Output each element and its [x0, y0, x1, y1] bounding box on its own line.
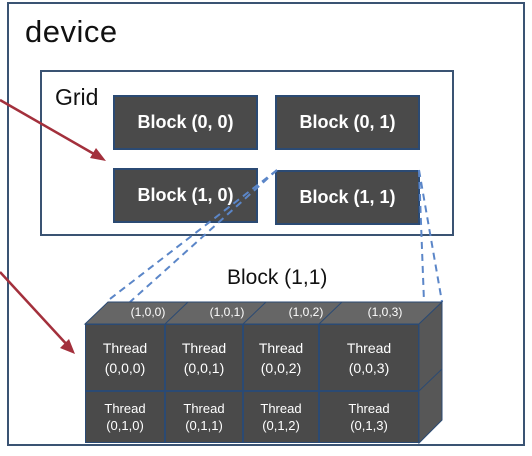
thread-index: (0,1,0) — [106, 418, 144, 433]
block-arrow — [0, 271, 71, 349]
connector-line — [105, 169, 278, 303]
grid-arrowhead — [90, 148, 106, 161]
top-face-divider — [164, 301, 189, 325]
block-0-1: Block (0, 1) — [275, 95, 420, 150]
thread-cell: Thread (0,1,3) — [319, 391, 419, 443]
thread-index: (0,0,2) — [260, 359, 302, 376]
block-side-face — [418, 300, 443, 445]
block-arrowhead — [60, 339, 75, 354]
thread-cell: Thread (0,0,0) — [85, 324, 165, 391]
thread-top-label: (1,0,2) — [288, 305, 324, 319]
thread-cell: Thread (0,0,2) — [243, 324, 319, 391]
top-face-divider — [318, 301, 343, 325]
thread-index: (0,0,1) — [183, 359, 225, 376]
thread-index: (0,0,0) — [104, 359, 146, 376]
thread-cell: Thread (0,1,1) — [165, 391, 243, 443]
thread-word: Thread — [260, 401, 302, 416]
block-1-0: Block (1, 0) — [113, 168, 258, 223]
thread-word: Thread — [348, 401, 390, 416]
thread-word: Thread — [258, 339, 304, 356]
top-face-divider — [242, 301, 267, 325]
thread-word: Thread — [346, 339, 392, 356]
block-1-1: Block (1, 1) — [275, 170, 420, 225]
device-label: device — [25, 14, 118, 49]
side-face-divider — [418, 368, 443, 392]
connector-line — [418, 169, 425, 303]
thread-cell: Thread (0,0,1) — [165, 324, 243, 391]
thread-index: (0,1,2) — [262, 418, 300, 433]
thread-index: (0,0,3) — [348, 359, 390, 376]
thread-top-label: (1,0,3) — [367, 305, 403, 319]
thread-top-label: (1,0,1) — [209, 305, 245, 319]
connector-line — [418, 169, 443, 303]
thread-word: Thread — [104, 401, 146, 416]
thread-word: Thread — [102, 339, 148, 356]
thread-cell: Thread (0,0,3) — [319, 324, 419, 391]
thread-index: (0,1,1) — [185, 418, 223, 433]
connector-line — [129, 169, 278, 303]
grid-arrow — [0, 98, 102, 160]
block-0-0: Block (0, 0) — [113, 95, 258, 150]
expanded-block-label: Block (1,1) — [227, 266, 328, 289]
grid-label: Grid — [55, 84, 99, 110]
thread-cell: Thread (0,1,0) — [85, 391, 165, 443]
thread-index: (0,1,3) — [350, 418, 388, 433]
thread-word: Thread — [181, 339, 227, 356]
thread-cell: Thread (0,1,2) — [243, 391, 319, 443]
thread-word: Thread — [183, 401, 225, 416]
thread-top-label: (1,0,0) — [130, 305, 166, 319]
